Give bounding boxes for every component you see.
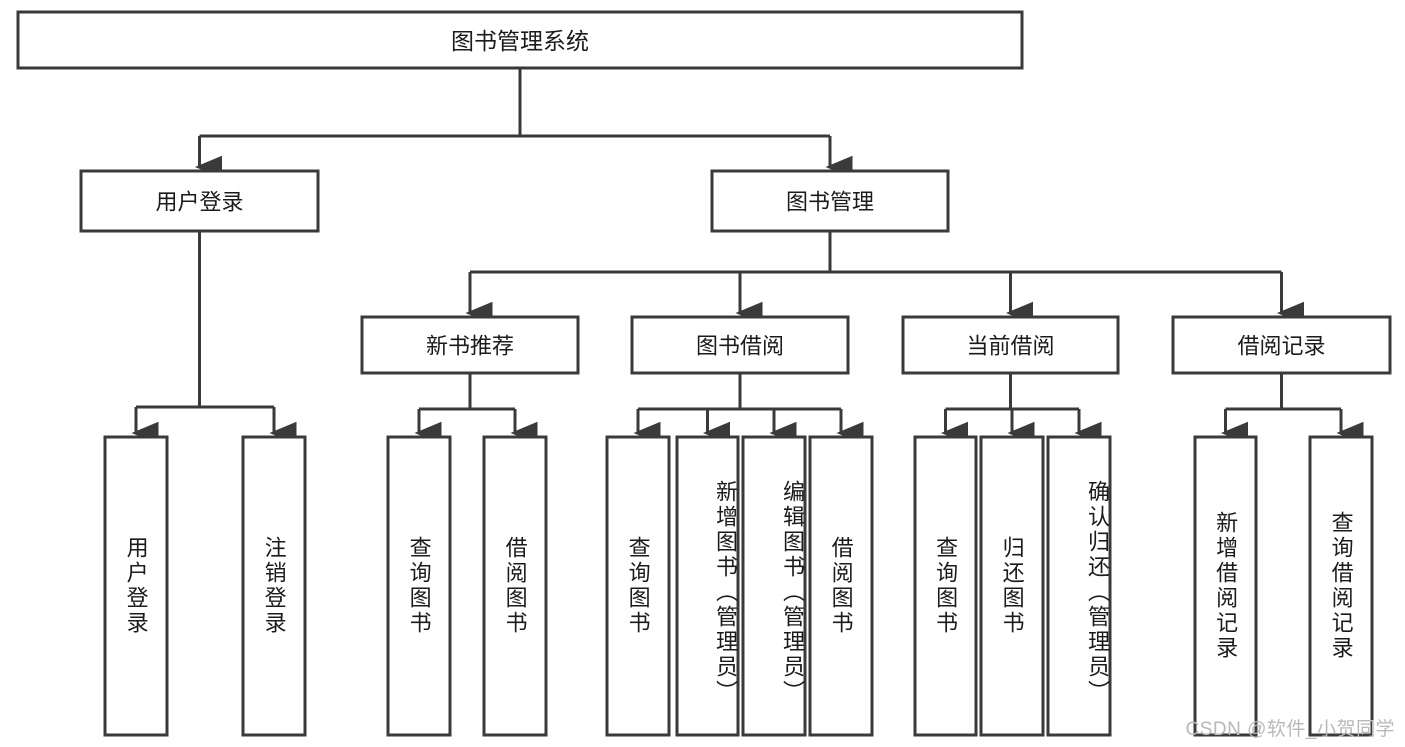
node-box-borrow-record[interactable] — [1171, 315, 1392, 375]
node-box-leaf-return-book[interactable] — [979, 435, 1045, 737]
node-label-user-login: 用户登录 — [155, 190, 243, 215]
node-box-leaf-borrow-book-1[interactable] — [482, 435, 548, 737]
node-box-leaf-edit-book[interactable] — [741, 435, 807, 737]
node-box-current-borrow[interactable] — [901, 315, 1120, 375]
node-box-leaf-query-borrow-record[interactable] — [1308, 435, 1374, 737]
node-label-current-borrow: 当前借阅 — [966, 334, 1054, 359]
node-box-leaf-query-book-2[interactable] — [605, 435, 671, 737]
node-box-leaf-query-book-3[interactable] — [913, 435, 978, 737]
node-box-leaf-add-borrow-record[interactable] — [1193, 435, 1258, 737]
watermark: CSDN @软件_小贺同学 — [1185, 719, 1395, 740]
node-box-leaf-user-login[interactable] — [103, 435, 169, 737]
connector-layer — [131, 68, 1364, 445]
node-label-book-borrow: 图书借阅 — [696, 334, 784, 359]
node-box-book-borrow[interactable] — [630, 315, 850, 375]
node-box-new-book-recommend[interactable] — [360, 315, 580, 375]
node-label-borrow-record: 借阅记录 — [1237, 334, 1325, 359]
node-box-root[interactable] — [16, 10, 1024, 70]
node-label-book-manage: 图书管理 — [786, 190, 874, 215]
node-box-book-manage[interactable] — [710, 169, 950, 233]
node-label-root: 图书管理系统 — [451, 28, 589, 54]
node-box-leaf-borrow-book-2[interactable] — [808, 435, 874, 737]
node-box-leaf-add-book[interactable] — [675, 435, 740, 737]
node-label-new-book-recommend: 新书推荐 — [426, 334, 514, 359]
node-box-user-login[interactable] — [79, 169, 320, 233]
node-box-leaf-logout-login[interactable] — [241, 435, 307, 737]
node-box-leaf-confirm-return[interactable] — [1046, 435, 1112, 737]
node-box-leaf-query-book-1[interactable] — [386, 435, 452, 737]
